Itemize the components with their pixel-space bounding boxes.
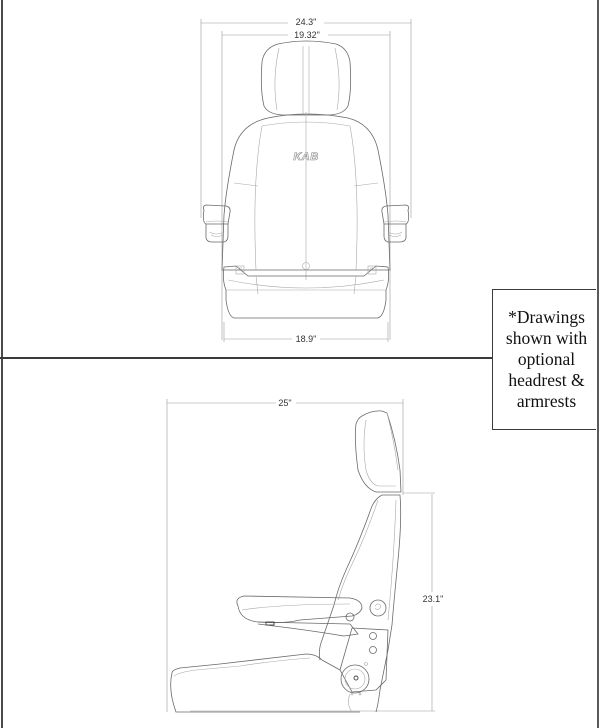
dim-height: 23.1" xyxy=(190,492,446,712)
front-seat-cushion xyxy=(222,265,390,319)
dim-label-depth: 25" xyxy=(278,398,291,408)
dim-label-overall-width: 24.3" xyxy=(296,17,317,27)
dim-base-width: 18.9" xyxy=(223,322,389,345)
dim-label-height: 23.1" xyxy=(423,594,444,604)
side-view: 25" 23.1" xyxy=(166,396,446,713)
side-headrest xyxy=(354,410,402,493)
dim-label-base-width: 18.9" xyxy=(296,334,317,344)
side-recline-mechanism xyxy=(339,627,389,696)
dim-inner-width: 19.32" xyxy=(221,28,391,340)
side-armrest xyxy=(236,595,387,637)
section-divider xyxy=(0,357,493,359)
front-view: 24.3" 19.32" KAB xyxy=(200,14,412,345)
front-headrest xyxy=(260,40,352,116)
front-backrest: KAB xyxy=(221,112,391,280)
left-frame-border xyxy=(1,0,3,728)
dim-overall-width: 24.3" xyxy=(200,14,412,218)
dim-depth: 25" xyxy=(166,396,404,712)
kab-logo: KAB xyxy=(293,151,318,163)
front-left-armrest xyxy=(202,204,231,243)
right-frame-border xyxy=(597,0,599,728)
side-backrest xyxy=(318,494,402,713)
drawing-note-box: *Drawings shown with optional headrest &… xyxy=(492,289,596,430)
front-right-armrest xyxy=(381,204,410,243)
dim-label-inner-width: 19.32" xyxy=(294,30,320,40)
side-seat-cushion xyxy=(170,653,360,713)
drawing-note-text: *Drawings shown with optional headrest &… xyxy=(505,307,588,411)
